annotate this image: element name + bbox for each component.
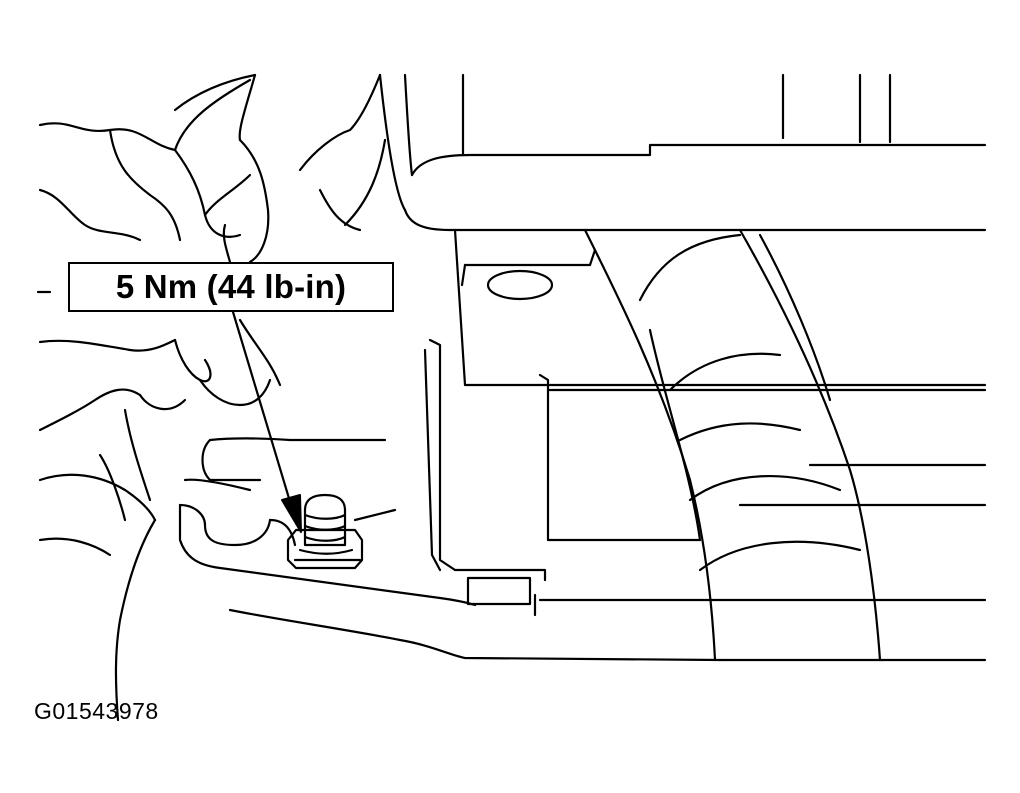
figure-id: G01543978 bbox=[34, 698, 159, 724]
mounting-bracket bbox=[423, 228, 987, 617]
left-hose-shapes bbox=[38, 73, 387, 722]
torque-label: 5 Nm (44 lb-in) bbox=[115, 268, 347, 305]
upper-cover bbox=[378, 73, 987, 232]
leader-line bbox=[36, 290, 302, 533]
bolt bbox=[286, 493, 364, 570]
torque-callout: 5 Nm (44 lb-in) bbox=[68, 262, 394, 312]
callout-overlap-lines bbox=[222, 223, 232, 264]
base-plate bbox=[178, 437, 722, 662]
right-hoses bbox=[583, 228, 987, 662]
